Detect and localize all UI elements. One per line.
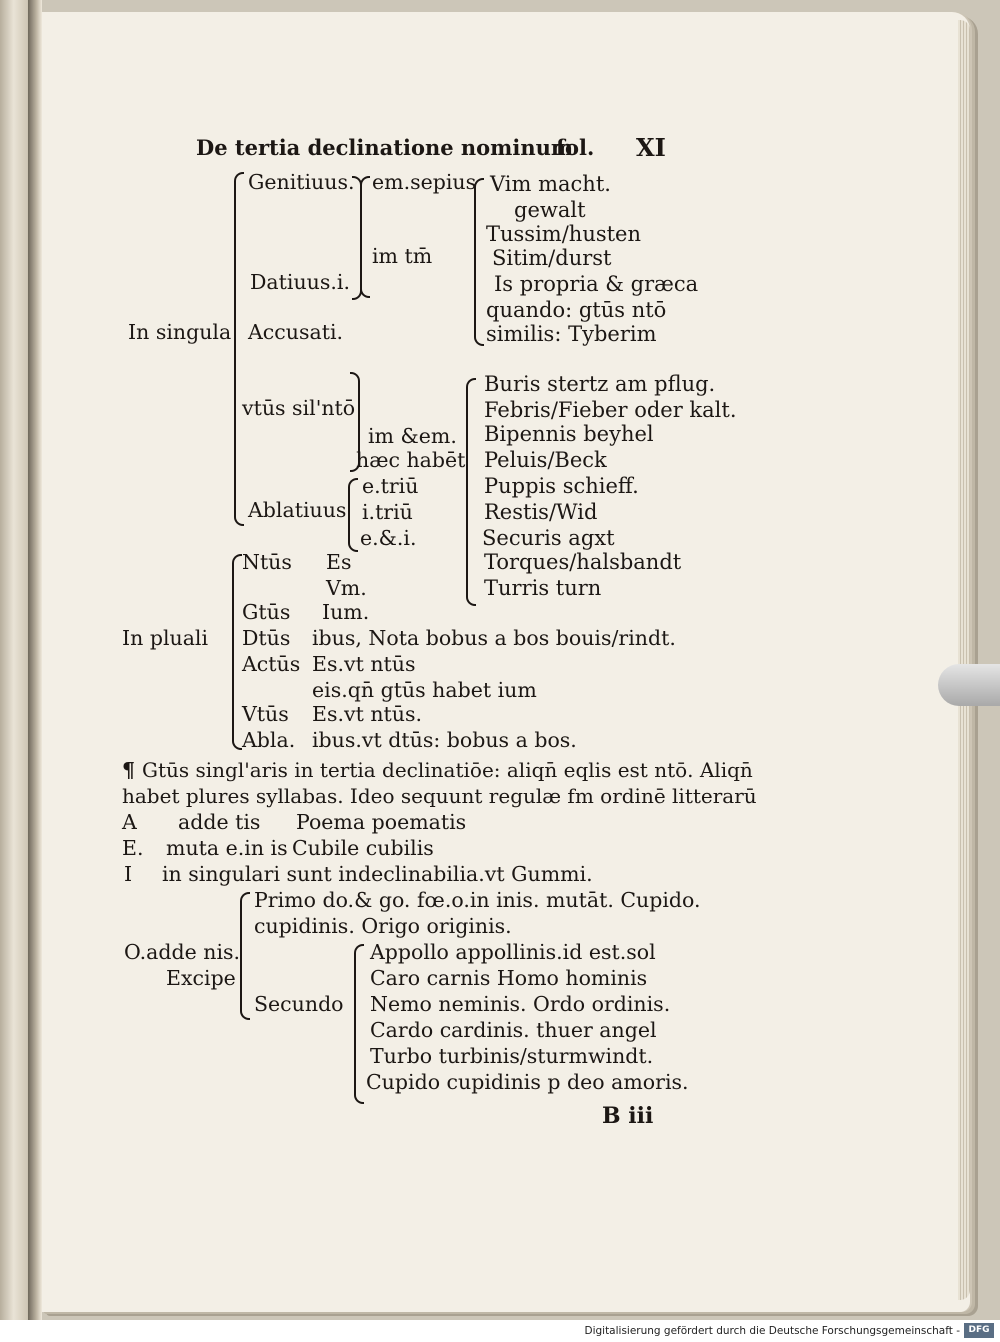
secundo-line-1: Appollo appollinis.id est.sol <box>370 940 656 964</box>
rule-i-text: in singulari sunt indeclinabilia.vt Gumm… <box>162 862 593 886</box>
example-a-1: Vim macht. <box>490 172 611 196</box>
vtus-brace <box>350 372 360 472</box>
paragraph-line-2: habet plures syllabas. Ideo sequunt regu… <box>122 784 757 808</box>
book-page <box>38 12 970 1312</box>
page-stack-edge <box>958 20 970 1300</box>
secundo-line-5: Turbo turbinis/sturmwindt. <box>370 1044 654 1068</box>
plural-label: In pluali <box>122 626 209 650</box>
example-a-5: Is propria & græca <box>494 272 699 296</box>
plural-ending-1: Es <box>326 550 352 574</box>
pilcrow-mark: ¶ <box>122 758 136 782</box>
plural-ending-5: Es.vt ntūs <box>312 652 416 676</box>
example-b-2: Febris/Fieber oder kalt. <box>484 398 737 422</box>
example-b-6: Restis/Wid <box>484 500 598 524</box>
example-b-3: Bipennis beyhel <box>484 422 654 446</box>
plural-ending-6: eis.qn̄ gtūs habet ium <box>312 678 537 702</box>
folio-number: XI <box>636 133 666 162</box>
ending-e-triu: e.triū <box>362 474 419 498</box>
paragraph-line-1: Gtūs singl'aris in tertia declinatiōe: a… <box>142 758 753 782</box>
dfg-logo: DFG <box>964 1323 994 1338</box>
secundo-line-4: Cardo cardinis. thuer angel <box>370 1018 657 1042</box>
ending-im-em: im &em. <box>368 424 457 448</box>
example-a-4: Sitim/durst <box>492 246 612 270</box>
rule-e-letter: E. <box>122 836 144 860</box>
folio-label: fol. <box>556 135 595 160</box>
plural-brace <box>232 554 242 750</box>
plural-case-3: Gtūs <box>242 600 291 624</box>
example-b-9: Turris turn <box>484 576 602 600</box>
page-clip <box>938 664 1000 706</box>
o-section-brace <box>240 892 250 1020</box>
excipe-label: Excipe <box>166 966 236 990</box>
plural-case-7: Vtūs <box>242 702 289 726</box>
example-b-5: Puppis schieff. <box>484 474 639 498</box>
signature-mark: B iii <box>602 1103 654 1129</box>
example-a-6: quando: gtūs ntō <box>486 298 667 322</box>
plural-case-1: Ntūs <box>242 550 292 574</box>
singular-brace <box>234 172 244 526</box>
rule-i-letter: I <box>124 862 133 886</box>
example-b-1: Buris stertz am pflug. <box>484 372 716 396</box>
case-datiuus: Datiuus.i. <box>250 270 350 294</box>
footer-bar <box>0 1320 1000 1342</box>
secundo-line-6: Cupido cupidinis p deo amoris. <box>366 1070 689 1094</box>
ending-em-sepius: em.sepius <box>372 170 477 194</box>
plural-case-5: Actūs <box>242 652 301 676</box>
case-ablatiuus: Ablatiuus <box>248 498 347 522</box>
ending-im-tm: im tm̄ <box>372 244 433 268</box>
ablatiuus-brace <box>348 478 358 552</box>
primo-line-1: Primo do.& go. fœ.o.in inis. mutāt. Cupi… <box>254 888 701 912</box>
ending-i-triu: i.triū <box>362 500 413 524</box>
rule-e-text: muta e.in is <box>166 836 288 860</box>
secundo-line-3: Nemo neminis. Ordo ordinis. <box>370 992 671 1016</box>
plural-ending-3: Ium. <box>322 600 370 624</box>
example-a-7: similis: Tyberim <box>486 322 657 346</box>
example-b-4: Peluis/Beck <box>484 448 607 472</box>
endings-brace-upper <box>360 176 370 298</box>
example-a-2: gewalt <box>514 198 586 222</box>
case-accusati: Accusati. <box>248 320 344 344</box>
o-section-label: O.adde nis. <box>124 940 241 964</box>
rule-e-example: Cubile cubilis <box>292 836 434 860</box>
secundo-label: Secundo <box>254 992 344 1016</box>
footer-credit: Digitalisierung gefördert durch die Deut… <box>584 1325 960 1337</box>
case-vtus: vtūs sil'ntō <box>242 396 356 420</box>
primo-line-2: cupidinis. Origo originis. <box>254 914 512 938</box>
plural-case-8: Abla. <box>242 728 296 752</box>
ending-haec-habet: hæc habēt <box>356 448 466 472</box>
singular-label: In singula <box>128 320 232 344</box>
plural-ending-4: ibus, Nota bobus a bos bouis/rindt. <box>312 626 676 650</box>
rule-a-letter: A <box>122 810 137 834</box>
gutter-shadow <box>28 0 42 1320</box>
examples-a-brace <box>474 178 484 346</box>
page-header-title: De tertia declinatione nominum <box>196 135 574 160</box>
plural-ending-2: Vm. <box>326 576 367 600</box>
plural-case-4: Dtūs <box>242 626 291 650</box>
rule-a-example: Poema poematis <box>296 810 467 834</box>
plural-ending-8: ibus.vt dtūs: bobus a bos. <box>312 728 577 752</box>
ending-e-et-i: e.&.i. <box>360 526 417 550</box>
rule-a-text: adde tis <box>178 810 261 834</box>
examples-b-brace <box>466 378 476 606</box>
example-a-3: Tussim/husten <box>486 222 642 246</box>
plural-ending-7: Es.vt ntūs. <box>312 702 423 726</box>
secundo-line-2: Caro carnis Homo hominis <box>370 966 648 990</box>
case-genitiuus: Genitiuus. <box>248 170 355 194</box>
example-b-8: Torques/halsbandt <box>484 550 682 574</box>
example-b-7: Securis agxt <box>482 526 615 550</box>
secundo-brace <box>354 944 364 1104</box>
